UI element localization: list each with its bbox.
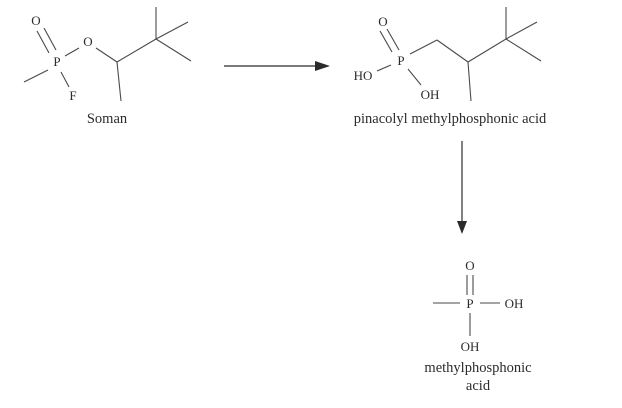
soman-fluorine: F [69,88,76,103]
mpa-label-line2: acid [466,378,491,394]
mpa-structure: O P OH OH methylphosphonic acid [424,258,531,394]
soman-structure: O P F O Soman [23,7,192,127]
reaction-arrow-1 [224,61,330,71]
mpa-carbonyl-oxygen: O [465,258,474,273]
reaction-arrow-1-head [315,61,330,71]
pinacolyl-mpa-bonds [376,7,542,102]
mpa-hydroxyl-bottom: OH [461,339,480,354]
mpa-label-line1: methylphosphonic [424,360,531,376]
soman-label: Soman [87,111,128,127]
soman-ester-oxygen: O [83,34,92,49]
reaction-arrow-2-head [457,221,467,234]
mpa-hydroxyl-right: OH [505,296,524,311]
reaction-arrow-2 [457,141,467,234]
mpa-bonds [433,275,500,336]
soman-carbonyl-oxygen: O [31,13,40,28]
mpa-phosphorus: P [466,296,473,311]
pmpa-phosphorus: P [397,53,404,68]
soman-phosphorus: P [53,54,60,69]
pmpa-hydroxyl-bottom: OH [421,87,440,102]
pmpa-carbonyl-oxygen: O [378,14,387,29]
pinacolyl-mpa-label: pinacolyl methylphosphonic acid [354,111,547,127]
soman-bonds [23,7,192,102]
pmpa-hydroxyl-left: HO [354,68,373,83]
pinacolyl-mpa-structure: O P HO OH pinacolyl methylphosphonic aci… [354,7,547,127]
